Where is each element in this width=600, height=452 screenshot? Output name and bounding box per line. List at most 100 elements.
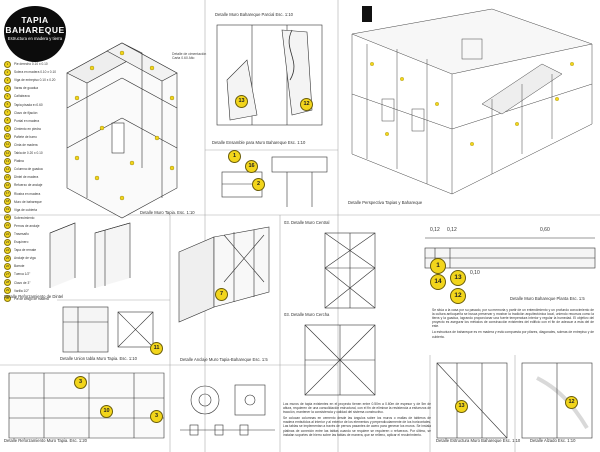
anclaje-drawing	[178, 226, 270, 323]
caption-muro-bahareque: Detalle Muro Bahareque Parcial Esc. 1:10	[215, 12, 293, 17]
caption-perspectiva: Detalle Perspectiva Tapias y Bahareque	[348, 200, 423, 205]
legend-label: Solera en madera 0.10 x 0.10	[14, 70, 56, 75]
caption-ensamble: Detalle Ensamble para Muro Bahareque Esc…	[212, 140, 306, 145]
legend-label: Anclaje de viga	[14, 256, 36, 261]
legend-number-badge: 2	[4, 68, 11, 76]
legend-label: Columna de guadua	[14, 167, 43, 172]
legend-number-badge: 29	[4, 287, 11, 295]
title-line-1: TAPIA	[21, 15, 49, 25]
paragraph-tapia-2: Se colocan columnas en cemento desde las…	[283, 416, 431, 437]
title-badge: TAPIA BAHAREQUE Estructura en madera y t…	[4, 6, 66, 62]
refuerzo-dintel-drawing	[49, 222, 131, 288]
cimentacion-note: Detalle de cimentación Carta 0.60 Alto	[172, 52, 206, 60]
marker-1b: 1	[430, 258, 446, 274]
cimentacion-note-line2: Carta 0.60 Alto	[172, 56, 195, 61]
legend-label: Pie de amigo de madera	[14, 296, 49, 301]
marker-12: 12	[300, 98, 313, 111]
marker-12c: 12	[565, 396, 578, 409]
paragraph-tapia-1: Los muros de tapia existentes en el proy…	[283, 402, 431, 415]
caption-estructura: Detalle Estructura Muro Bahareque Esc. 1…	[436, 438, 521, 443]
paragraph-intro-1: Se sitúa a la casa por su pasado, por su…	[432, 308, 594, 329]
legend-number-badge: 19	[4, 206, 11, 214]
legend-label: Clavo de fijación	[14, 110, 38, 115]
caption-alzado: Detalle Alzado Esc. 1:10	[530, 438, 576, 443]
legend-label: Viga de entrepiso 0.10 x 0.20	[14, 78, 56, 83]
plan-dim-1: 0,12	[430, 227, 440, 233]
legend-label: Varilla 1/2"	[14, 288, 30, 293]
legend-label: Refuerzo de anclaje	[14, 183, 43, 188]
legend-number-badge: 14	[4, 165, 11, 173]
paragraph-tapia: Los muros de tapia existentes en el proy…	[283, 402, 431, 437]
marker-11: 11	[150, 342, 163, 355]
marker-7: 7	[215, 288, 228, 301]
legend-label: Sobrecimiento	[14, 215, 35, 220]
legend-label: Clavo de 3"	[14, 280, 31, 285]
legend-number-badge: 8	[4, 117, 11, 125]
legend-number-badge: 4	[4, 84, 11, 92]
caption-refuerzo-dintel: Detalle Reforzamiento de Dintel	[4, 294, 64, 299]
marker-13c: 13	[455, 400, 468, 413]
legend-number-badge: 11	[4, 141, 11, 149]
legend-label: Viga de cubierta	[14, 207, 37, 212]
legend-number-badge: 23	[4, 238, 11, 246]
marker-13: 13	[235, 95, 248, 108]
union-tabla-drawing	[62, 306, 154, 353]
plan-dim-2: 0,12	[447, 227, 457, 233]
muro-central-drawing	[324, 232, 376, 309]
marker-10: 10	[100, 405, 113, 418]
plan-dim-4: 0,10	[470, 270, 480, 276]
legend-number-badge: 16	[4, 181, 11, 189]
legend-label: Travesaño	[14, 232, 29, 237]
legend-number-badge: 28	[4, 279, 11, 287]
muro-cercha-drawing	[304, 324, 376, 396]
alzado-drawing	[521, 362, 593, 439]
caption-reforzamiento-muro: Detalle Reforzamiento Muro Tapia. Esc. 1…	[4, 438, 88, 443]
legend-number-badge: 1	[4, 60, 11, 68]
title-line-2: BAHAREQUE	[5, 25, 65, 35]
legend-number-badge: 12	[4, 149, 11, 157]
paragraph-intro: Se sitúa a la casa por su pasado, por su…	[432, 308, 594, 339]
legend-number-badge: 25	[4, 254, 11, 262]
legend-label: Barrote	[14, 264, 25, 269]
planta-drawing	[424, 237, 596, 269]
legend-number-badge: 21	[4, 222, 11, 230]
caption-planta: Detalle Muro Bahareque Planta Esc. 1:5	[510, 296, 585, 301]
legend-number-badge: 27	[4, 270, 11, 278]
legend-label: Tapia pisada e=0.60	[14, 102, 43, 107]
legend-label: Cimiento en piedra	[14, 126, 41, 131]
marker-16: 16	[245, 160, 258, 173]
marker-14: 14	[430, 274, 446, 290]
legend-label: Tapa de remate	[14, 248, 37, 253]
marker-13b: 13	[450, 270, 466, 286]
legend-label: Pie derecho 0.10 x 0.10	[14, 62, 48, 67]
legend-label: Esquinero	[14, 240, 29, 245]
legend-label: Pañete de barro	[14, 134, 37, 139]
title-subtitle: Estructura en madera y tierra	[7, 36, 63, 41]
legend-label: Platina	[14, 159, 24, 164]
legend-label: Varas de guadua	[14, 86, 39, 91]
marker-3b: 3	[150, 410, 163, 423]
legend-number-badge: 6	[4, 101, 11, 109]
legend-label: Cinta de madera	[14, 142, 38, 147]
reforzamiento-muro-drawing	[8, 372, 165, 439]
